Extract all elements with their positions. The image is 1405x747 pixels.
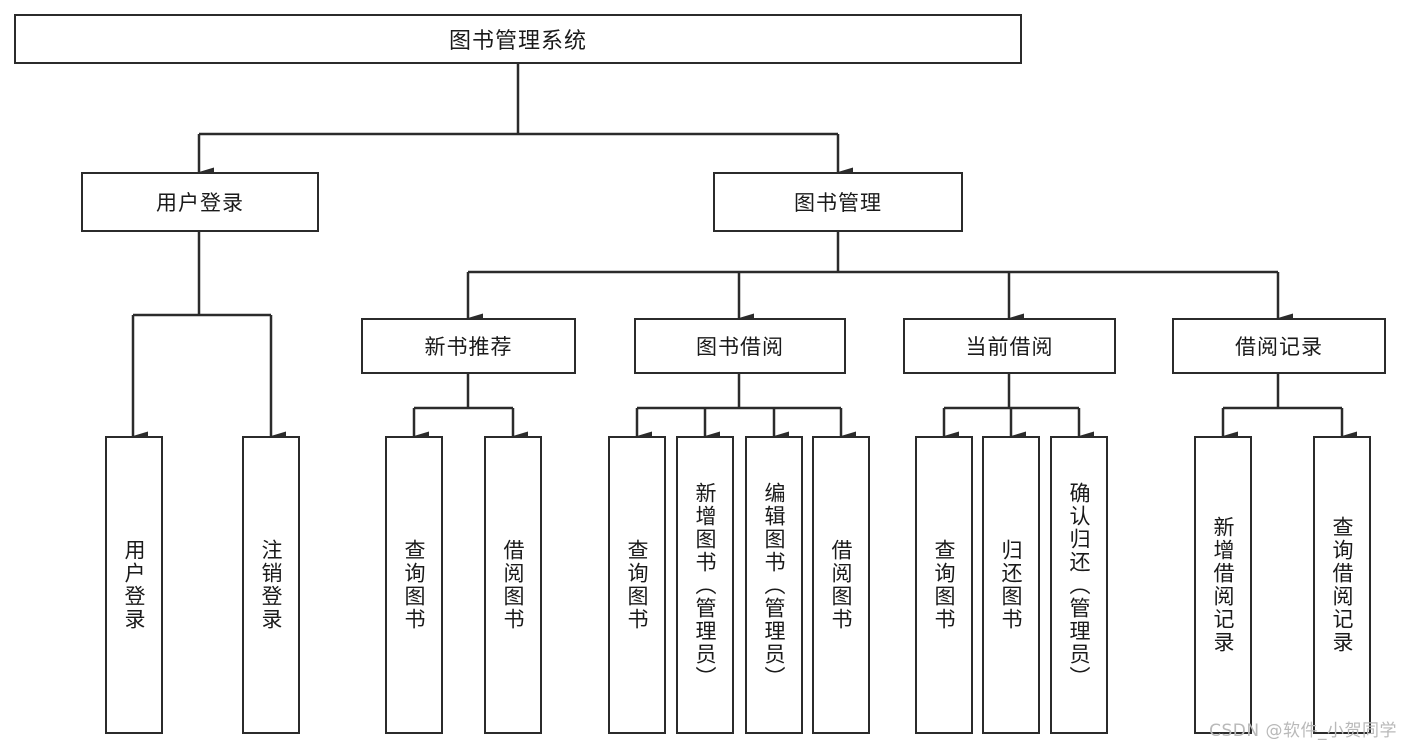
node-new-book-recommend[interactable]: 新书推荐 bbox=[361, 318, 576, 374]
leaf-edit-book-admin[interactable]: 编辑图书（管理员） bbox=[745, 436, 803, 734]
leaf-return-book[interactable]: 归还图书 bbox=[982, 436, 1040, 734]
node-label: 借阅记录 bbox=[1235, 335, 1323, 359]
node-label: 查询图书 bbox=[932, 539, 957, 631]
node-label: 新增借阅记录 bbox=[1211, 516, 1236, 654]
csdn-watermark: CSDN @软件_小贺同学 bbox=[1209, 721, 1397, 741]
node-label: 确认归还（管理员） bbox=[1067, 481, 1092, 689]
node-label: 图书管理系统 bbox=[448, 29, 587, 54]
node-borrow-record[interactable]: 借阅记录 bbox=[1172, 318, 1386, 374]
leaf-borrow-book-recommend[interactable]: 借阅图书 bbox=[484, 436, 542, 734]
node-label: 借阅图书 bbox=[829, 539, 854, 631]
node-label: 用户登录 bbox=[156, 191, 244, 215]
leaf-borrow-book[interactable]: 借阅图书 bbox=[812, 436, 870, 734]
node-root-system[interactable]: 图书管理系统 bbox=[14, 14, 1022, 64]
leaf-add-borrow-record[interactable]: 新增借阅记录 bbox=[1194, 436, 1252, 734]
node-label: 新增图书（管理员） bbox=[693, 481, 718, 689]
node-label: 新书推荐 bbox=[424, 335, 513, 359]
node-user-login[interactable]: 用户登录 bbox=[81, 172, 319, 232]
leaf-add-book-admin[interactable]: 新增图书（管理员） bbox=[676, 436, 734, 734]
leaf-user-login[interactable]: 用户登录 bbox=[105, 436, 163, 734]
node-label: 注销登录 bbox=[259, 539, 284, 631]
leaf-logout[interactable]: 注销登录 bbox=[242, 436, 300, 734]
leaf-query-book-current[interactable]: 查询图书 bbox=[915, 436, 973, 734]
node-label: 查询图书 bbox=[402, 539, 427, 631]
node-book-management[interactable]: 图书管理 bbox=[713, 172, 963, 232]
node-book-borrow[interactable]: 图书借阅 bbox=[634, 318, 846, 374]
node-label: 图书借阅 bbox=[696, 335, 784, 359]
node-label: 查询借阅记录 bbox=[1330, 516, 1355, 654]
node-label: 图书管理 bbox=[794, 191, 882, 215]
node-label: 查询图书 bbox=[625, 539, 650, 631]
node-label: 用户登录 bbox=[122, 539, 147, 631]
node-label: 编辑图书（管理员） bbox=[762, 481, 787, 689]
node-label: 归还图书 bbox=[999, 539, 1024, 631]
node-label: 当前借阅 bbox=[965, 335, 1054, 359]
leaf-query-book-recommend[interactable]: 查询图书 bbox=[385, 436, 443, 734]
leaf-query-book-borrow[interactable]: 查询图书 bbox=[608, 436, 666, 734]
node-label: 借阅图书 bbox=[501, 539, 526, 631]
leaf-query-borrow-record[interactable]: 查询借阅记录 bbox=[1313, 436, 1371, 734]
leaf-confirm-return-admin[interactable]: 确认归还（管理员） bbox=[1050, 436, 1108, 734]
node-current-borrow[interactable]: 当前借阅 bbox=[903, 318, 1116, 374]
